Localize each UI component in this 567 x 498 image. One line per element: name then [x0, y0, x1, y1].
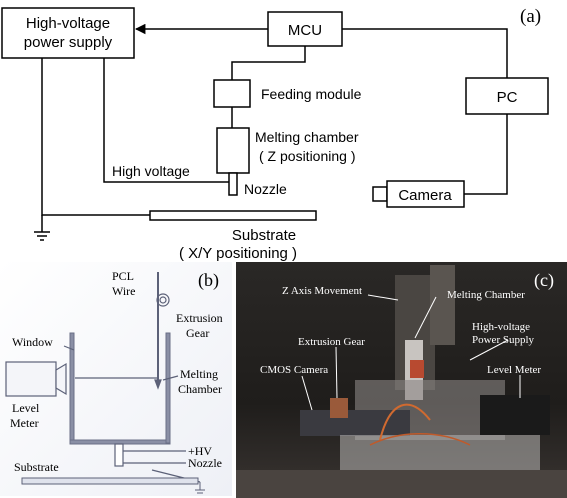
extrusion-gear-inner [159, 296, 167, 304]
high-voltage-label: High voltage [112, 163, 190, 179]
melting-chamber-label-b-2: Chamber [178, 382, 222, 396]
photo-pointers [301, 294, 521, 411]
extrusion-gear-label-c: Extrusion Gear [298, 336, 365, 348]
pc-label: PC [497, 89, 518, 106]
window-label: Window [12, 335, 53, 349]
substrate-label-b: Substrate [14, 460, 59, 474]
melting-chamber-label-2: ( Z positioning ) [259, 148, 355, 164]
camera-lens-shape [372, 186, 388, 202]
mcu-label: MCU [288, 22, 322, 39]
hv-supply-label-c-2: Power Supply [472, 334, 535, 346]
cmos-camera-label: CMOS Camera [260, 364, 328, 376]
connections [41, 23, 508, 232]
mcu-pc-line [342, 28, 508, 78]
panel-b-label: (b) [198, 270, 219, 291]
window-pointer [63, 345, 75, 351]
mcu-box [267, 11, 343, 47]
level-meter-label-2: Meter [10, 416, 39, 430]
panel-a-block-diagram: (a) High-voltage power supply MCU PC Cam… [1, 6, 549, 262]
extrusion-gear-label-2: Gear [186, 326, 209, 340]
hv-substrate-line [41, 58, 150, 216]
panel-c-photo: (c) Z Axis Movement Melting Chamber Extr… [236, 262, 567, 498]
panel-a-label: (a) [520, 6, 541, 27]
substrate-label-2: ( X/Y positioning ) [179, 245, 297, 262]
melting-chamber-box [216, 127, 250, 174]
extrusion-gear-label-1: Extrusion [176, 311, 223, 325]
substrate-shape-b [21, 477, 199, 485]
hv-nozzle-line [103, 58, 229, 183]
feeding-module-label: Feeding module [261, 86, 362, 102]
melting-chamber-label-1: Melting chamber [255, 129, 359, 145]
melting-chamber-label-b-1: Melting [180, 367, 218, 381]
pcl-label-2: Wire [112, 284, 136, 298]
level-meter-lens [55, 362, 67, 396]
hv-supply-label-1: High-voltage [26, 15, 110, 32]
ground-symbol-b [195, 482, 205, 494]
panel-b-schematic: (b) PCL Wir [0, 262, 232, 496]
hv-supply-label-c-1: High-voltage [472, 321, 530, 333]
photo-apparatus [236, 265, 567, 498]
level-meter-body [5, 361, 57, 397]
plus-hv-label: +HV [188, 444, 212, 458]
melting-pointer [162, 375, 179, 381]
hv-supply-box [1, 7, 135, 59]
z-axis-label: Z Axis Movement [282, 285, 362, 297]
hv-supply-label-2: power supply [24, 34, 113, 51]
feeding-module-box [213, 79, 251, 108]
camera-label: Camera [398, 187, 452, 204]
melting-chamber-label-c: Melting Chamber [447, 289, 525, 301]
ground-symbol [34, 231, 50, 241]
nozzle-label: Nozzle [244, 181, 287, 197]
chamber-floor [69, 439, 171, 445]
substrate-shape [149, 210, 317, 221]
pc-camera-line [464, 114, 508, 195]
chamber-right-wall [165, 332, 171, 444]
nozzle-shape [228, 172, 238, 196]
pcl-label-1: PCL [112, 269, 134, 283]
nozzle-shape-b [114, 443, 124, 467]
nozzle-label-b: Nozzle [188, 456, 222, 470]
panel-c-label: (c) [534, 270, 554, 291]
extrusion-gear-outer [156, 293, 170, 307]
wire-tip [154, 379, 162, 390]
level-meter-label-c: Level Meter [487, 364, 541, 376]
level-meter-label-1: Level [12, 401, 40, 415]
substrate-label-1: Substrate [232, 227, 296, 244]
mcu-feeding-line [231, 46, 306, 80]
